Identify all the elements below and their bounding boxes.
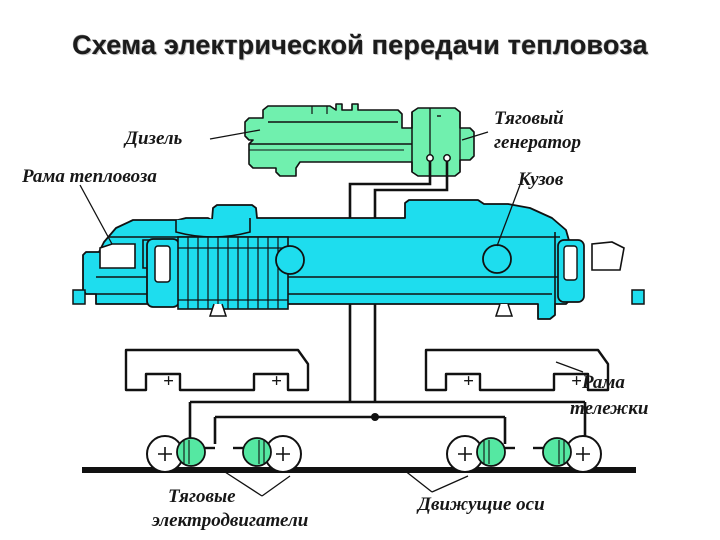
leader-driving-axles bbox=[403, 469, 469, 493]
right-cab-windshield bbox=[591, 241, 625, 271]
wheelsets bbox=[146, 435, 602, 473]
traction-motor-3 bbox=[476, 437, 506, 467]
bogie-frames: + + + + bbox=[124, 348, 610, 392]
label-traction-motors-line2: электродвигатели bbox=[151, 510, 308, 531]
diesel-generator-assembly bbox=[244, 103, 475, 177]
wheel-1-axle-cross bbox=[158, 447, 172, 461]
coupler-left bbox=[72, 289, 86, 305]
label-bogie-frame-line2: тележки bbox=[570, 398, 649, 419]
page-title: Схема электрической передачи тепловоза bbox=[72, 30, 648, 60]
coupler-right bbox=[631, 289, 645, 305]
traction-motor-4-detail bbox=[558, 440, 565, 464]
radiator-louver-lines bbox=[187, 237, 279, 309]
roof-fairing bbox=[175, 218, 251, 238]
generator-terminal-2 bbox=[443, 154, 451, 162]
body-pivot-left bbox=[208, 303, 228, 317]
wheel-3-axle-cross bbox=[458, 447, 472, 461]
bogie-notch-mark-right-2: + bbox=[571, 371, 582, 392]
label-diesel: Дизель bbox=[123, 128, 183, 149]
label-body: Кузов bbox=[517, 169, 564, 190]
porthole-left bbox=[275, 245, 305, 275]
left-cab-door-window bbox=[154, 245, 171, 283]
bogie-frame-right bbox=[424, 348, 610, 392]
bogie-notch-mark-left-1: + bbox=[163, 371, 174, 392]
leader-diesel bbox=[209, 129, 261, 140]
bogie-notch-mark-left-2: + bbox=[271, 371, 282, 392]
label-driving-axles: Движущие оси bbox=[416, 494, 545, 515]
label-traction-generator-line1: Тяговый bbox=[494, 108, 564, 129]
right-cab-door-window bbox=[563, 245, 578, 281]
leader-bogie-frame bbox=[555, 361, 584, 373]
leader-lines bbox=[79, 129, 584, 497]
left-cab-windshield bbox=[99, 243, 136, 269]
bogie-frame-left bbox=[124, 348, 310, 392]
label-bogie-frame-line1: Рама bbox=[581, 372, 625, 393]
leader-traction-motors bbox=[224, 471, 291, 497]
traction-motor-2 bbox=[242, 437, 272, 467]
traction-motor-1-detail bbox=[183, 440, 190, 464]
engine-hood-notches bbox=[311, 106, 328, 114]
generator-terminal-1 bbox=[426, 154, 434, 162]
traction-motor-3-detail bbox=[483, 440, 490, 464]
traction-motor-1 bbox=[176, 437, 206, 467]
bogie-notch-mark-right-1: + bbox=[463, 371, 474, 392]
label-traction-generator-line2: генератор bbox=[494, 132, 581, 153]
locomotive-body bbox=[72, 199, 645, 320]
locomotive-schematic: + + + + bbox=[21, 103, 649, 531]
traction-motor-2-detail bbox=[258, 440, 265, 464]
wheel-4-axle-cross bbox=[576, 447, 590, 461]
leader-body bbox=[496, 184, 521, 247]
traction-motor-4 bbox=[542, 437, 572, 467]
leader-locomotive-frame bbox=[79, 184, 113, 245]
label-traction-motors-line1: Тяговые bbox=[168, 486, 236, 507]
porthole-right bbox=[482, 244, 512, 274]
engine-generator-outline bbox=[244, 103, 475, 177]
wheel-2-axle-cross bbox=[276, 447, 290, 461]
label-locomotive-frame: Рама тепловоза bbox=[21, 166, 157, 187]
leader-traction-generator bbox=[461, 131, 489, 141]
body-pivot-right bbox=[494, 303, 514, 317]
wire-junction-node bbox=[371, 413, 379, 421]
